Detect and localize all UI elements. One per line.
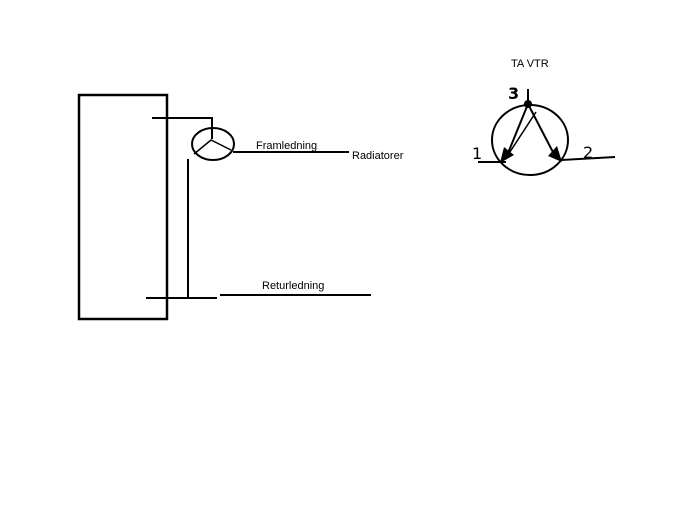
valve-circle bbox=[491, 104, 569, 176]
boiler-tank bbox=[77, 93, 169, 321]
pump-circle bbox=[191, 127, 235, 161]
valve-arrow-left-icon bbox=[500, 147, 514, 163]
valve-arrow-right-icon bbox=[548, 146, 562, 162]
valve-internal-line-left bbox=[504, 102, 530, 160]
supply-line-label: Framledning bbox=[256, 140, 317, 152]
valve-port-2-pipe bbox=[560, 155, 616, 162]
radiators-label: Radiatorer bbox=[352, 150, 404, 162]
valve-title: TA VTR bbox=[511, 58, 549, 70]
valve-port-1-label: 1 bbox=[472, 144, 482, 163]
valve-port-2-label: 2 bbox=[583, 143, 593, 162]
valve-internal-line-cross bbox=[505, 111, 537, 159]
valve-port-3-label: 3 bbox=[508, 84, 519, 103]
pump-internal-lines bbox=[193, 139, 232, 155]
return-line-label: Returledning bbox=[262, 280, 324, 292]
supply-pipe-from-tank bbox=[152, 117, 213, 139]
valve-internal-line-right bbox=[526, 102, 558, 160]
